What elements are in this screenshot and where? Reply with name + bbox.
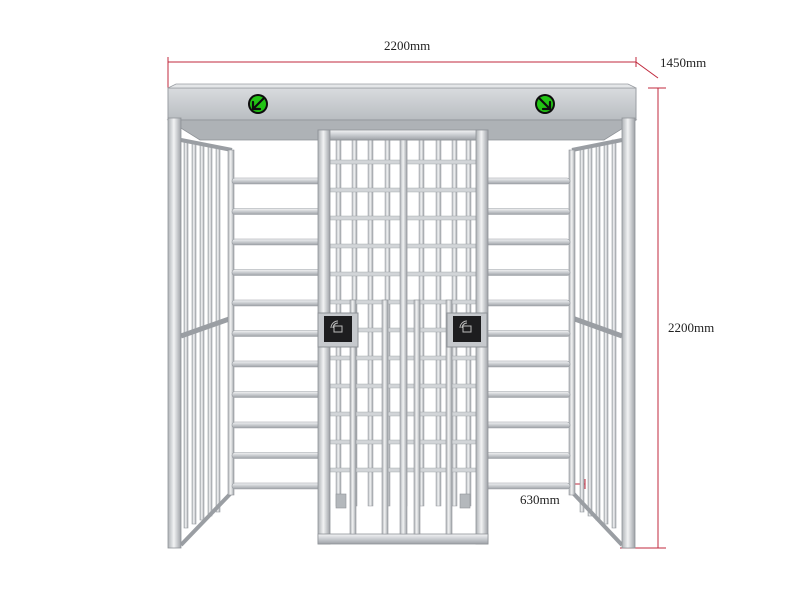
left-cage-rail xyxy=(180,315,233,339)
left-rotor-arm xyxy=(231,238,325,246)
left-card-reader xyxy=(317,312,359,348)
gate-foot-right xyxy=(459,493,471,509)
gate-foot-left xyxy=(335,493,347,509)
green-arrow-down-right-icon xyxy=(535,94,555,114)
left-rotor-arm xyxy=(231,482,325,490)
right-rotor-arm xyxy=(481,360,571,368)
lane-width-dimension-label: 630mm xyxy=(520,492,560,507)
right-cage-top-rail xyxy=(571,138,623,152)
left-rotor-arm xyxy=(231,299,325,307)
right-cage-bar xyxy=(587,145,593,517)
right-rotor-arm xyxy=(481,208,571,215)
right-rotor-arm xyxy=(481,482,571,490)
left-cage-bottom-rail xyxy=(179,490,234,547)
right-card-reader xyxy=(446,312,488,348)
gate-top-beam xyxy=(317,129,489,141)
right-cage xyxy=(568,138,624,547)
rotor-front-bar xyxy=(381,299,389,535)
right-cage-bar xyxy=(579,147,585,513)
left-rotor-arms xyxy=(231,177,325,490)
green-arrow-down-left-icon xyxy=(248,94,268,114)
rotor-front-bar xyxy=(445,299,453,535)
rotor-front-bar xyxy=(349,299,357,535)
left-rotor-arm xyxy=(231,391,325,398)
right-rotor-arms xyxy=(481,177,571,490)
width-dimension-label: 2200mm xyxy=(384,38,431,53)
gate-bottom-beam xyxy=(317,533,489,545)
right-inner-post xyxy=(568,149,576,496)
right-rotor-arm xyxy=(481,269,571,276)
right-rotor-arm xyxy=(481,177,571,185)
left-rotor-arm xyxy=(231,421,325,429)
rotor-hub xyxy=(399,139,408,535)
left-rotor-arm xyxy=(231,360,325,368)
right-rotor-arm xyxy=(481,330,571,337)
left-rotor-arm xyxy=(231,330,325,337)
right-cage-rail xyxy=(571,315,623,339)
right-rotor-arm xyxy=(481,238,571,246)
height-dimension-label: 2200mm xyxy=(668,320,715,335)
left-cage-bar xyxy=(199,143,205,521)
right-cage-bar xyxy=(595,143,601,521)
left-cage-bar xyxy=(215,147,221,513)
depth-dimension-label: 1450mm xyxy=(660,55,707,70)
right-cage-bottom-rail xyxy=(570,490,624,547)
left-cage xyxy=(179,138,235,547)
left-rotor-arm xyxy=(231,177,325,185)
left-cage-top-rail xyxy=(180,138,233,152)
left-outer-post xyxy=(167,117,182,549)
left-rotor-arm xyxy=(231,208,325,215)
right-rotor-arm xyxy=(481,452,571,459)
right-rotor-arm xyxy=(481,421,571,429)
left-rotor-arm xyxy=(231,452,325,459)
left-inner-post xyxy=(227,149,235,496)
right-outer-post xyxy=(621,117,636,549)
top-canopy xyxy=(166,83,638,141)
right-rotor-arm xyxy=(481,299,571,307)
rotor-front-bar xyxy=(413,299,421,535)
left-cage-bar xyxy=(207,145,213,517)
right-rotor-arm xyxy=(481,391,571,398)
left-rotor-arm xyxy=(231,269,325,276)
depth-dimension-line xyxy=(635,61,659,79)
